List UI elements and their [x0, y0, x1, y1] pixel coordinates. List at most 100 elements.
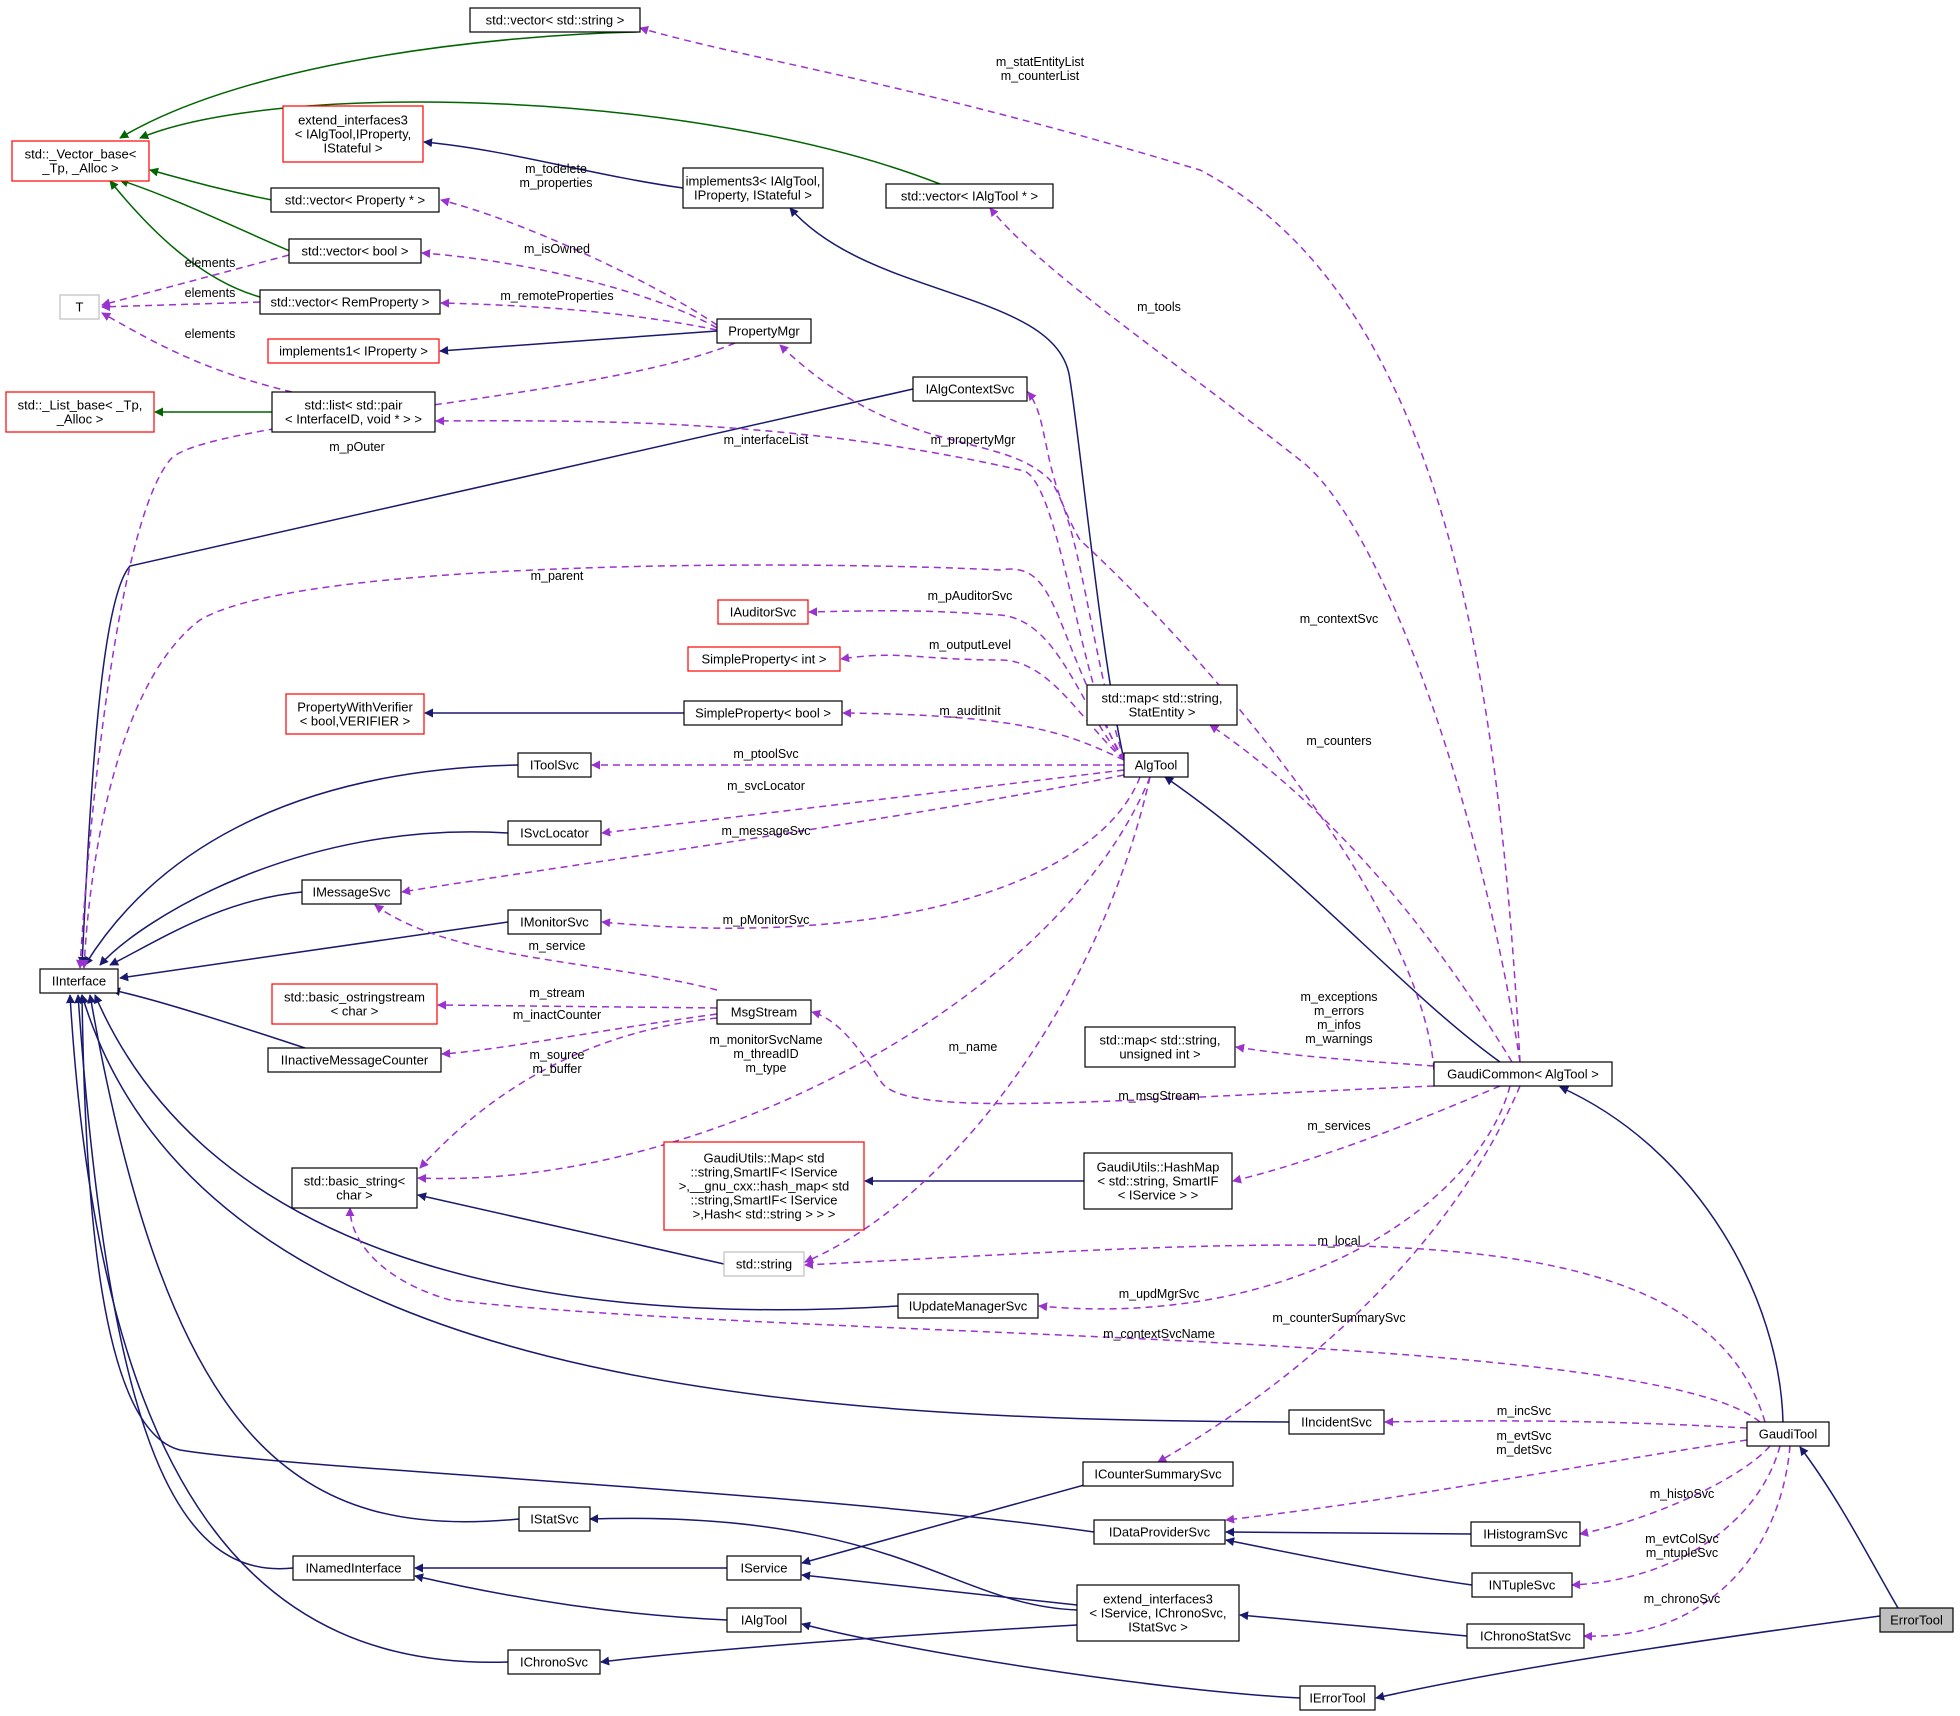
- inheritance-edge: [1164, 776, 1501, 1063]
- class-node-idataprovidersvc[interactable]: IDataProviderSvc: [1093, 1519, 1226, 1545]
- class-node-vector-remproperty[interactable]: std::vector< RemProperty >: [259, 289, 441, 315]
- class-node-gaudiutils-map[interactable]: GaudiUtils::Map< std::string,SmartIF< IS…: [663, 1141, 865, 1231]
- edge-label-counters: m_counters: [1306, 734, 1371, 748]
- usage-edge: [842, 708, 1125, 761]
- class-node-ialgcontextsvc[interactable]: IAlgContextSvc: [912, 376, 1028, 402]
- usage-edge: [989, 207, 1521, 1063]
- class-node-label: implements1< IProperty >: [279, 344, 428, 359]
- class-node-label: char >: [336, 1188, 373, 1203]
- class-node-ierrortool[interactable]: IErrorTool: [1299, 1685, 1376, 1711]
- class-node-vector-property[interactable]: std::vector< Property * >: [270, 187, 440, 213]
- class-node-map-statentity[interactable]: std::map< std::string,StatEntity >: [1086, 684, 1238, 726]
- class-node-iupdatemanagersvc[interactable]: IUpdateManagerSvc: [897, 1293, 1039, 1319]
- class-node-box: [507, 820, 602, 846]
- class-node-vector-base[interactable]: std::_Vector_base<_Tp, _Alloc >: [11, 140, 150, 182]
- class-node-vector-string[interactable]: std::vector< std::string >: [469, 7, 641, 33]
- class-node-implements3[interactable]: implements3< IAlgTool,IProperty, IStatef…: [682, 167, 824, 209]
- class-node-map-uint[interactable]: std::map< std::string,unsigned int >: [1084, 1026, 1236, 1068]
- class-node-implements1[interactable]: implements1< IProperty >: [267, 338, 440, 364]
- edge-label-p-auditor-svc: m_pAuditorSvc: [928, 589, 1013, 603]
- class-node-list-base[interactable]: std::_List_base< _Tp,_Alloc >: [5, 391, 155, 433]
- class-node-propertywithverifier[interactable]: PropertyWithVerifier< bool,VERIFIER >: [285, 693, 425, 735]
- class-node-gaudiutils-hashmap[interactable]: GaudiUtils::HashMap< std::string, SmartI…: [1083, 1152, 1233, 1210]
- class-node-vector-bool[interactable]: std::vector< bool >: [288, 238, 422, 264]
- class-node-vector-ialgtool[interactable]: std::vector< IAlgTool * >: [885, 183, 1054, 209]
- class-node-errortool[interactable]: ErrorTool: [1879, 1607, 1954, 1633]
- class-node-inamedinterface[interactable]: INamedInterface: [292, 1555, 415, 1581]
- class-node-box: [912, 376, 1028, 402]
- edge-label-upd-mgr-svc: m_updMgrSvc: [1119, 1287, 1200, 1301]
- edge-label-exceptions: m_exceptions: [1300, 990, 1377, 1004]
- class-node-iincidentsvc[interactable]: IIncidentSvc: [1288, 1409, 1385, 1435]
- inheritance-edge: [589, 1514, 1078, 1611]
- class-node-label: < InterfaceID, void * > >: [285, 412, 422, 427]
- class-node-simpleproperty-int[interactable]: SimpleProperty< int >: [687, 646, 841, 672]
- class-node-imonitorsvc[interactable]: IMonitorSvc: [507, 909, 602, 935]
- class-node-box: [291, 1167, 418, 1209]
- edge-label-ptool-svc: m_ptoolSvc: [733, 747, 798, 761]
- class-node-extend-interfaces3-svc[interactable]: extend_interfaces3< IService, IChronoSvc…: [1076, 1584, 1240, 1642]
- usage-edge: [804, 776, 1151, 1263]
- class-node-label: GaudiCommon< AlgTool >: [1447, 1067, 1599, 1082]
- usage-edge: [374, 904, 718, 991]
- class-node-t[interactable]: T: [59, 294, 100, 320]
- class-node-label: std::map< std::string,: [1099, 1033, 1220, 1048]
- class-node-iinterface[interactable]: IInterface: [39, 968, 119, 994]
- edge-label-evtcol-ntuple-svc: m_ntupleSvc: [1646, 1546, 1718, 1560]
- inheritance-edge: [109, 891, 303, 966]
- edge-label-monitor-name: m_monitorSvcName: [709, 1033, 822, 1047]
- class-node-ichronosvc[interactable]: IChronoSvc: [507, 1649, 601, 1675]
- class-node-propertymgr[interactable]: PropertyMgr: [716, 318, 812, 344]
- inheritance-edge: [84, 764, 519, 966]
- inheritance-edge: [77, 994, 1095, 1533]
- edge-label-p-outer: m_pOuter: [329, 440, 385, 454]
- class-node-box: [271, 983, 438, 1025]
- class-node-box: [663, 1141, 865, 1231]
- class-node-simpleproperty-bool[interactable]: SimpleProperty< bool >: [683, 700, 843, 726]
- class-node-box: [885, 183, 1054, 209]
- edge-label-services: m_services: [1307, 1119, 1370, 1133]
- edge-label-stat-counter-list: m_counterList: [1001, 69, 1080, 83]
- class-node-icountersummarysvc[interactable]: ICounterSummarySvc: [1082, 1461, 1234, 1487]
- class-node-itoolsvc[interactable]: IToolSvc: [517, 752, 592, 778]
- class-node-basic-string[interactable]: std::basic_string<char >: [291, 1167, 418, 1209]
- class-node-imessagesvc[interactable]: IMessageSvc: [301, 879, 402, 905]
- class-node-std-string[interactable]: std::string: [723, 1251, 805, 1277]
- inheritance-edge: [600, 1624, 1078, 1666]
- class-node-box: [687, 646, 841, 672]
- inheritance-edge: [74, 994, 294, 1570]
- usage-edge: [441, 1013, 718, 1058]
- inheritance-edge: [801, 1571, 1078, 1606]
- class-node-label: GaudiUtils::Map< std: [703, 1151, 824, 1166]
- usage-edge: [1384, 1417, 1748, 1429]
- class-node-msgstream[interactable]: MsgStream: [716, 999, 812, 1025]
- class-node-list-pair[interactable]: std::list< std::pair< InterfaceID, void …: [271, 391, 436, 433]
- edge-label-chrono-svc: m_chronoSvc: [1644, 1592, 1720, 1606]
- class-node-iauditorsvc[interactable]: IAuditorSvc: [717, 599, 809, 625]
- edge-label-parent: m_parent: [531, 569, 584, 583]
- edge-label-is-owned: m_isOwned: [524, 242, 590, 256]
- usage-edge: [101, 312, 293, 393]
- class-node-iinactivemessagecounter[interactable]: IInactiveMessageCounter: [267, 1047, 442, 1073]
- class-node-iservice[interactable]: IService: [726, 1555, 802, 1581]
- class-node-ihistogramsvc[interactable]: IHistogramSvc: [1470, 1521, 1581, 1547]
- class-node-extend-interfaces3-algtool[interactable]: extend_interfaces3< IAlgTool,IProperty,I…: [282, 105, 424, 163]
- class-node-istatsvc[interactable]: IStatSvc: [518, 1506, 591, 1532]
- class-node-box: [1433, 1061, 1613, 1087]
- class-node-gaudicommon[interactable]: GaudiCommon< AlgTool >: [1433, 1061, 1613, 1087]
- class-node-ichronostatsvc[interactable]: IChronoStatSvc: [1466, 1623, 1585, 1649]
- class-node-label: _Tp, _Alloc >: [41, 161, 118, 176]
- usage-edge: [75, 342, 736, 969]
- inheritance-edge: [1239, 1611, 1468, 1637]
- class-node-algtool[interactable]: AlgTool: [1123, 752, 1189, 778]
- edge-label-tools: m_tools: [1137, 300, 1181, 314]
- class-node-box: [271, 391, 436, 433]
- class-node-ntuplesvc[interactable]: INTupleSvc: [1471, 1572, 1573, 1598]
- usage-edge: [1571, 1445, 1781, 1590]
- class-node-basic-ostringstream[interactable]: std::basic_ostringstream< char >: [271, 983, 438, 1025]
- class-node-gauditool[interactable]: GaudiTool: [1746, 1421, 1830, 1447]
- class-node-box: [282, 105, 424, 163]
- class-node-box: [1470, 1521, 1581, 1547]
- class-node-isvclocator[interactable]: ISvcLocator: [507, 820, 602, 846]
- class-node-ialgtool[interactable]: IAlgTool: [726, 1607, 802, 1633]
